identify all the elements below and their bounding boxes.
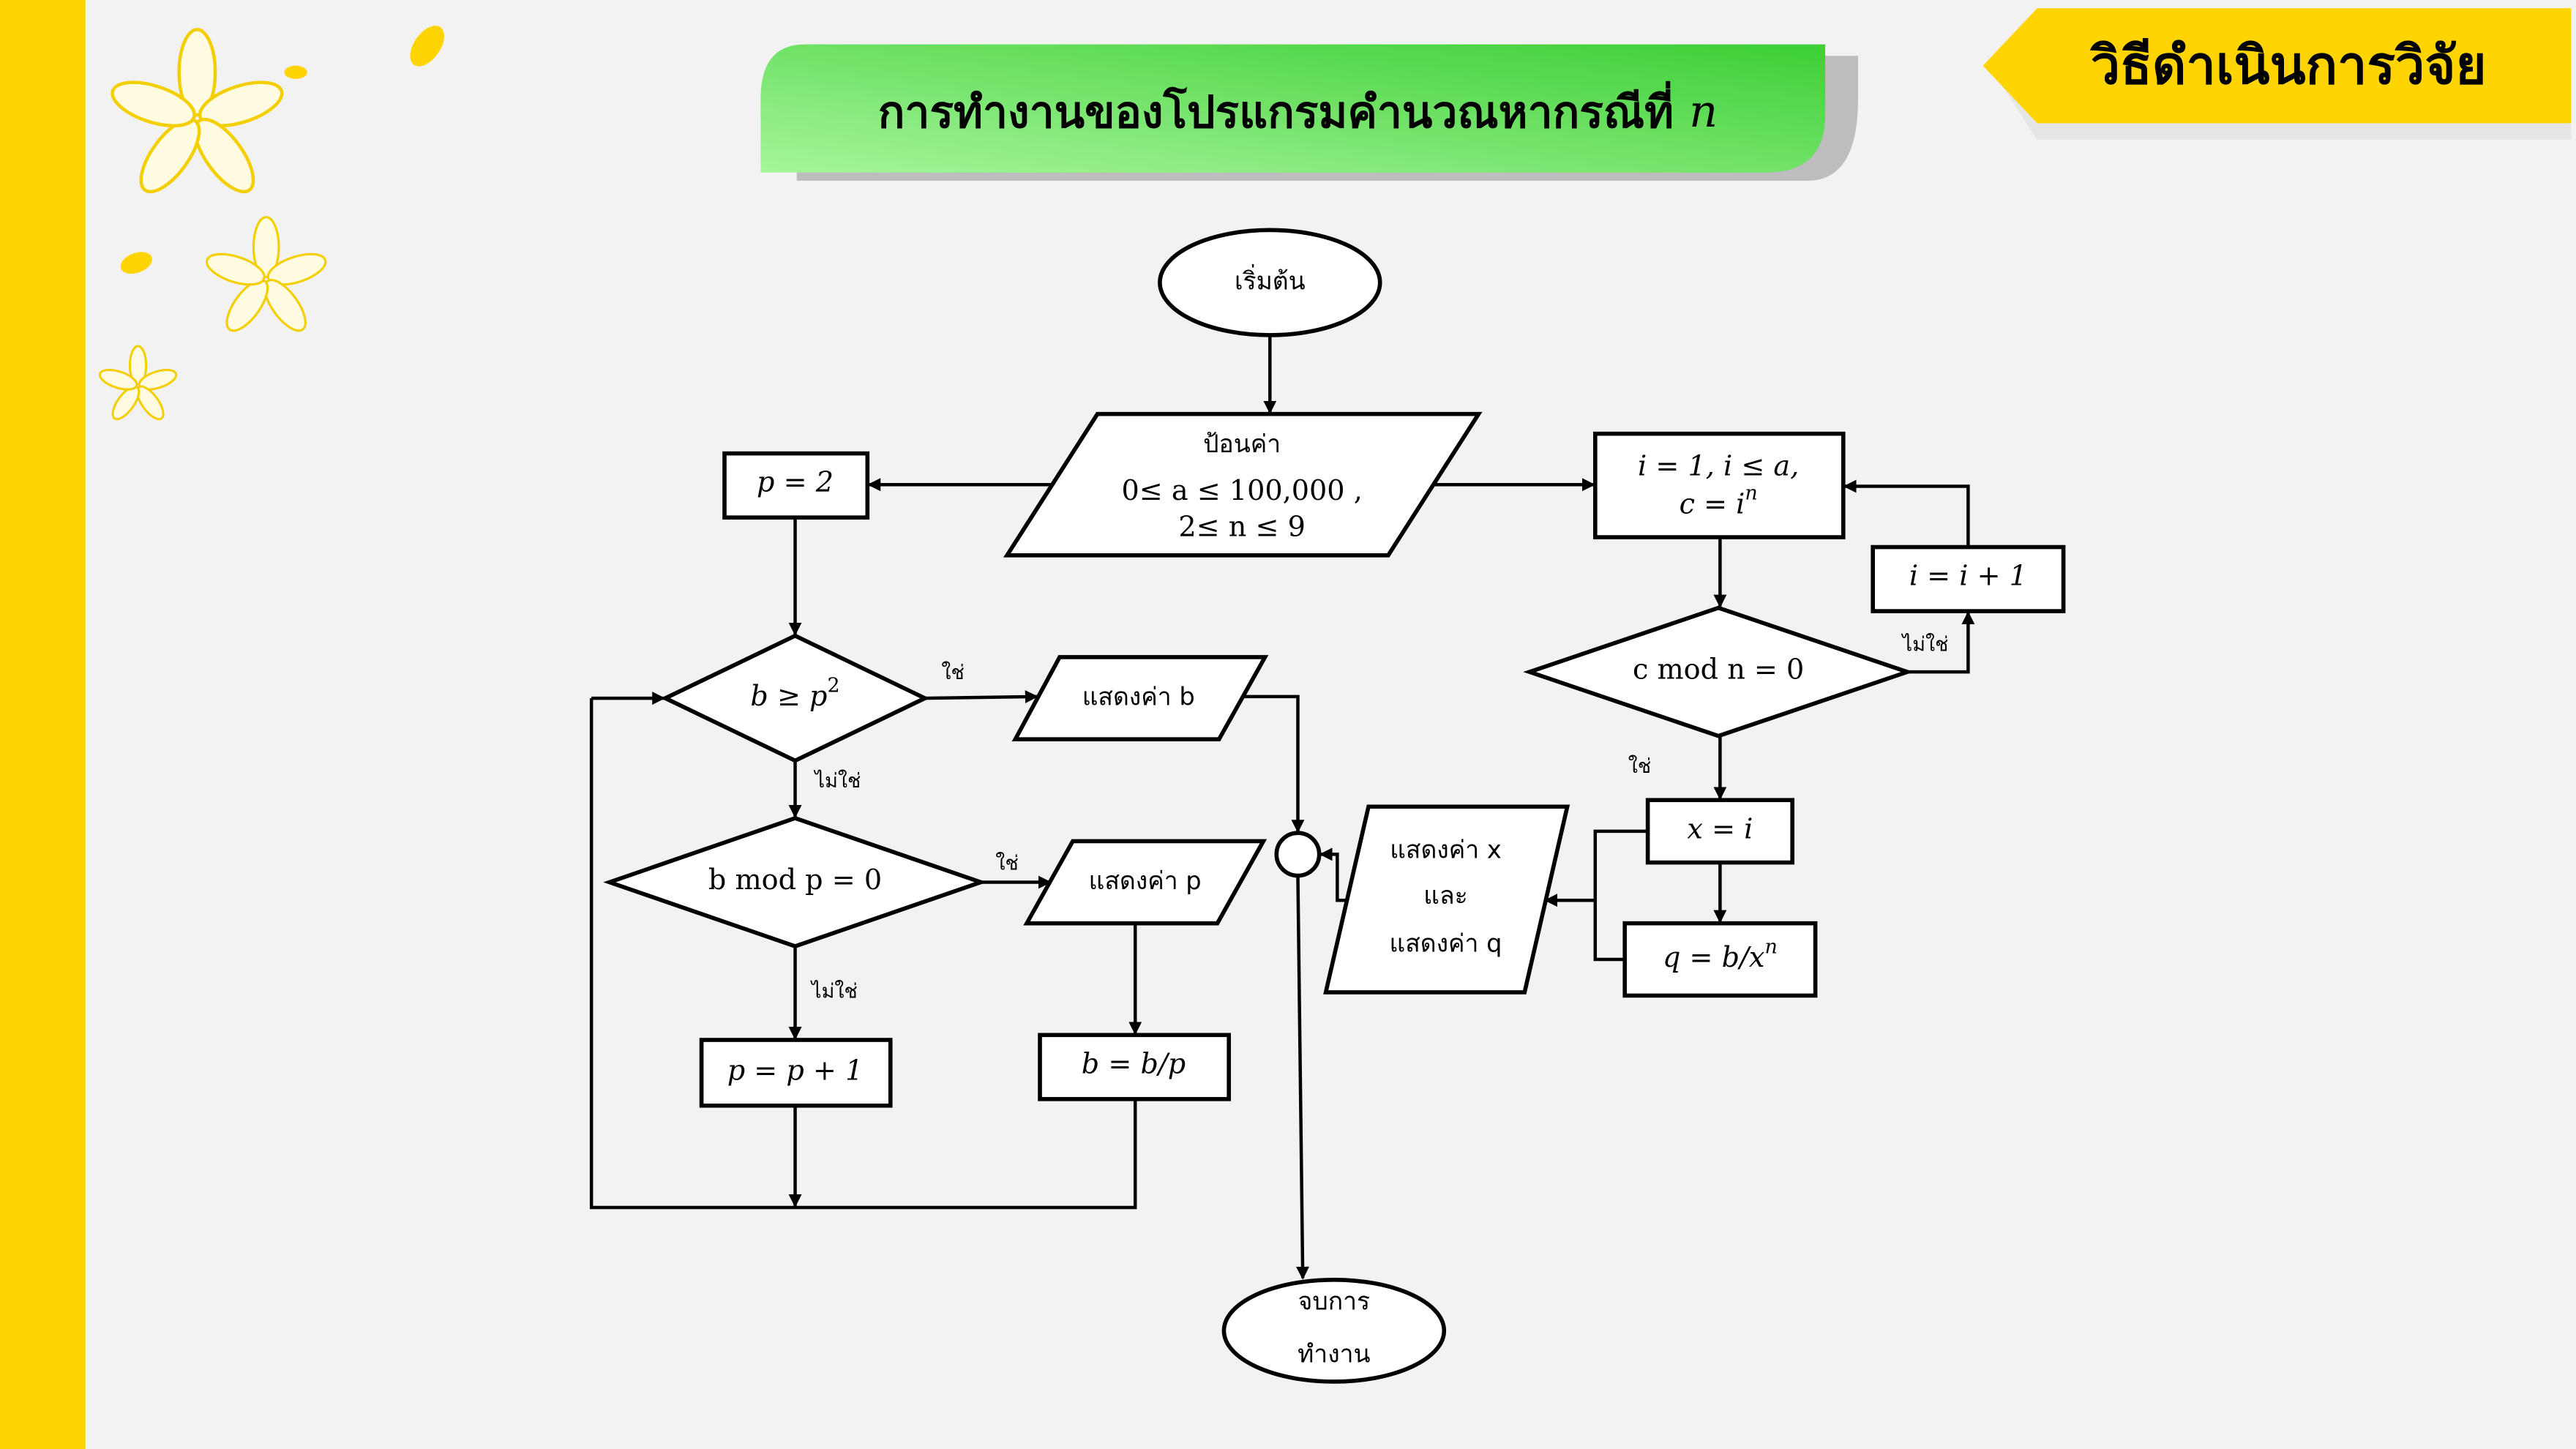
svg-text:2≤ n ≤ 9: 2≤ n ≤ 9 [1178,510,1305,542]
svg-text:0≤ a ≤ 100,000 ,: 0≤ a ≤ 100,000 , [1121,474,1362,506]
svg-text:แสดงค่า q: แสดงค่า q [1390,929,1502,957]
no-label: ไม่ใช่ [1901,633,1949,656]
page-title: การทำงานของโปรแกรมคำนวณหากรณีที่ n [878,80,1718,138]
svg-text:แสดงค่า x: แสดงค่า x [1390,835,1502,864]
flower-decoration-icon [98,26,444,421]
assign-x-box: x = i [1645,798,1794,865]
cond-b-diamond: b ≥ p2 [660,633,930,763]
no-label: ไม่ใช่ [814,769,861,793]
svg-text:q = b/xn: q = b/xn [1663,935,1778,973]
svg-text:ป้อนค่า: ป้อนค่า [1203,430,1281,458]
yes-label: ใช่ [1628,755,1651,778]
svg-text:และ: และ [1423,881,1467,910]
svg-text:i = i + 1: i = i + 1 [1909,560,2027,592]
end-terminal: จบการ ทำงาน [1221,1277,1447,1384]
svg-text:b ≥ p2: b ≥ p2 [750,674,839,711]
svg-text:b mod p = 0: b mod p = 0 [708,864,882,896]
svg-text:p = p + 1: p = p + 1 [727,1054,864,1086]
no-label: ไม่ใช่ [810,979,858,1003]
svg-text:x = i: x = i [1687,812,1753,845]
output-xq-parallelogram: แสดงค่า x และ แสดงค่า q [1323,804,1570,995]
svg-text:c mod n = 0: c mod n = 0 [1633,654,1804,686]
connector-circle [1274,831,1322,878]
svg-text:p = 2: p = 2 [757,466,834,498]
input-parallelogram: ป้อนค่า 0≤ a ≤ 100,000 , 2≤ n ≤ 9 [1003,411,1483,558]
output-b-parallelogram: แสดงค่า b [1011,655,1269,742]
section-tag-label: วิธีดำเนินการวิจัย [2089,34,2486,96]
loop-init-box: i = 1, i ≤ a, c = in [1592,431,1846,539]
title-banner: การทำงานของโปรแกรมคำนวณหากรณีที่ n [760,44,1858,181]
connectors [589,337,1975,1280]
increment-box: i = i + 1 [1871,544,2066,613]
svg-text:c = in: c = in [1680,482,1758,520]
section-tag: วิธีดำเนินการวิจัย [1982,8,2572,140]
cond-c-diamond: c mod n = 0 [1523,605,1914,738]
output-p-parallelogram: แสดงค่า p [1023,839,1268,926]
assign-q-box: q = b/xn [1622,921,1818,998]
yes-label: ใช่ [995,851,1018,875]
svg-text:i = 1, i ≤ a,: i = 1, i ≤ a, [1638,449,1799,482]
svg-text:b = b/p: b = b/p [1082,1047,1186,1079]
svg-text:เริ่มต้น: เริ่มต้น [1235,264,1306,296]
divide-box: b = b/p [1038,1033,1231,1101]
cond-mod-diamond: b mod p = 0 [603,815,987,949]
svg-text:จบการ: จบการ [1298,1287,1370,1316]
start-terminal: เริ่มต้น [1158,228,1382,337]
svg-text:ทำงาน: ทำงาน [1298,1340,1370,1368]
p-inc-box: p = p + 1 [699,1038,893,1108]
p-init-box: p = 2 [722,451,870,520]
accent-bar [0,0,86,1449]
yes-label: ใช่ [941,661,964,684]
svg-text:แสดงค่า b: แสดงค่า b [1082,683,1195,711]
svg-text:แสดงค่า p: แสดงค่า p [1089,866,1202,895]
